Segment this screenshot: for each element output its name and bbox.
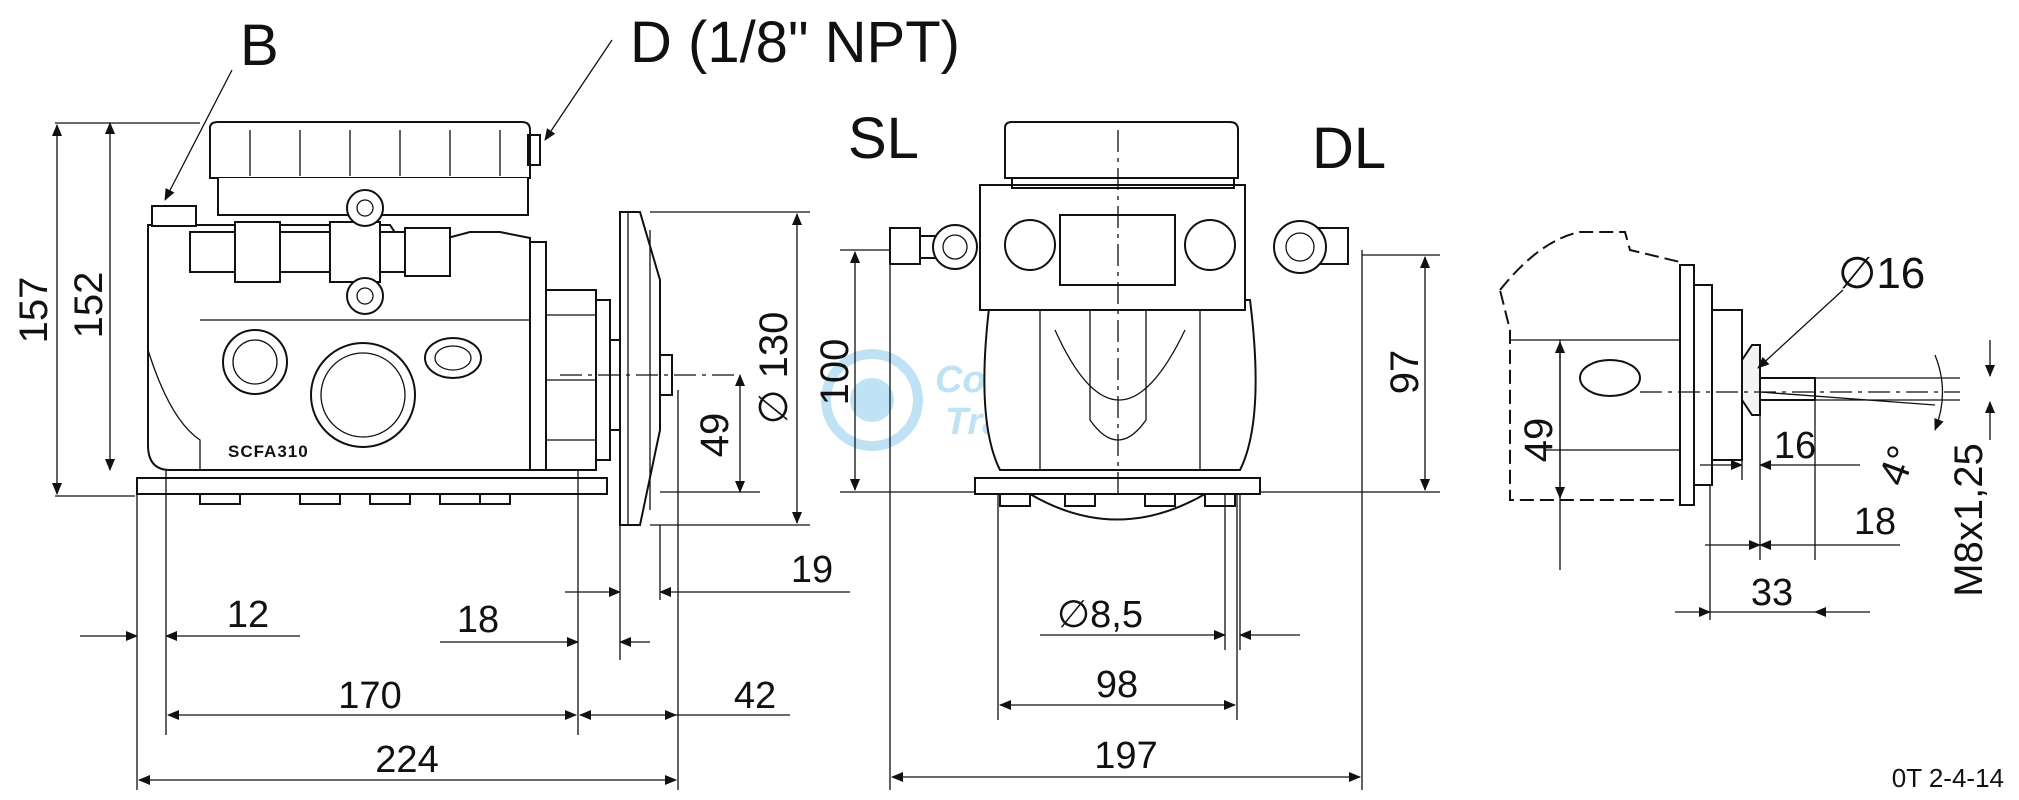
dim-12: 12 xyxy=(227,594,269,636)
detail-dim-33: 33 xyxy=(1751,572,1793,614)
watermark-logo-icon xyxy=(821,349,923,451)
detail-dim-18: 18 xyxy=(1854,501,1896,543)
dim-18: 18 xyxy=(457,599,499,641)
callout-dl: DL xyxy=(1312,116,1386,181)
dim-hole-diameter: ∅8,5 xyxy=(1057,594,1143,636)
callout-sl: SL xyxy=(848,106,919,171)
drawing-code: 0T 2-4-14 xyxy=(1892,763,2004,793)
front-suction-valve xyxy=(889,227,921,265)
dim-42: 42 xyxy=(734,675,776,717)
dim-98: 98 xyxy=(1096,664,1138,706)
watermark-logo-core xyxy=(850,378,894,422)
dim-19: 19 xyxy=(791,549,833,591)
detail-shaft-section xyxy=(1741,344,1761,416)
side-fitting-b xyxy=(151,205,197,227)
side-pulley xyxy=(619,211,661,526)
side-end-flange xyxy=(529,241,547,471)
side-valve-cover xyxy=(209,121,531,179)
dim-height-152: 152 xyxy=(67,272,111,339)
detail-flange xyxy=(1693,284,1713,486)
dim-pulley-diameter: ∅ 130 xyxy=(752,312,796,425)
side-port-large xyxy=(310,342,416,448)
detail-dim-49: 49 xyxy=(1517,418,1561,463)
dim-height-157: 157 xyxy=(12,277,56,344)
dim-shaft-height-49: 49 xyxy=(693,413,737,458)
dim-170: 170 xyxy=(338,675,401,717)
callout-d: D (1/8" NPT) xyxy=(630,10,960,75)
dim-224: 224 xyxy=(375,739,438,781)
dim-height-97: 97 xyxy=(1383,350,1427,395)
detail-shaft-thread xyxy=(1759,377,1816,401)
side-pipe xyxy=(189,231,441,273)
detail-thread: M8x1,25 xyxy=(1947,443,1991,596)
manufacturer-logo-icon xyxy=(424,337,482,379)
front-crankcase xyxy=(983,299,1257,471)
side-view: SCFA310 157 152 49 ∅ 130 1 xyxy=(12,10,960,790)
front-valve-cover xyxy=(1004,121,1239,179)
side-model-label: SCFA310 xyxy=(228,442,309,461)
detail-view: 49 ∅16 16 4° 18 33 M8x1,25 xyxy=(1498,231,1995,620)
detail-shaft-diameter: ∅16 xyxy=(1838,249,1925,298)
callout-b: B xyxy=(240,13,279,78)
side-base-plate xyxy=(136,477,608,495)
detail-oil-port xyxy=(1579,359,1641,397)
front-view: 100 97 ∅8,5 98 197 SL DL xyxy=(813,106,1440,790)
dim-197: 197 xyxy=(1094,735,1157,777)
detail-dim-16: 16 xyxy=(1774,425,1816,467)
detail-angle: 4° xyxy=(1871,440,1925,491)
dim-height-100: 100 xyxy=(813,339,857,406)
